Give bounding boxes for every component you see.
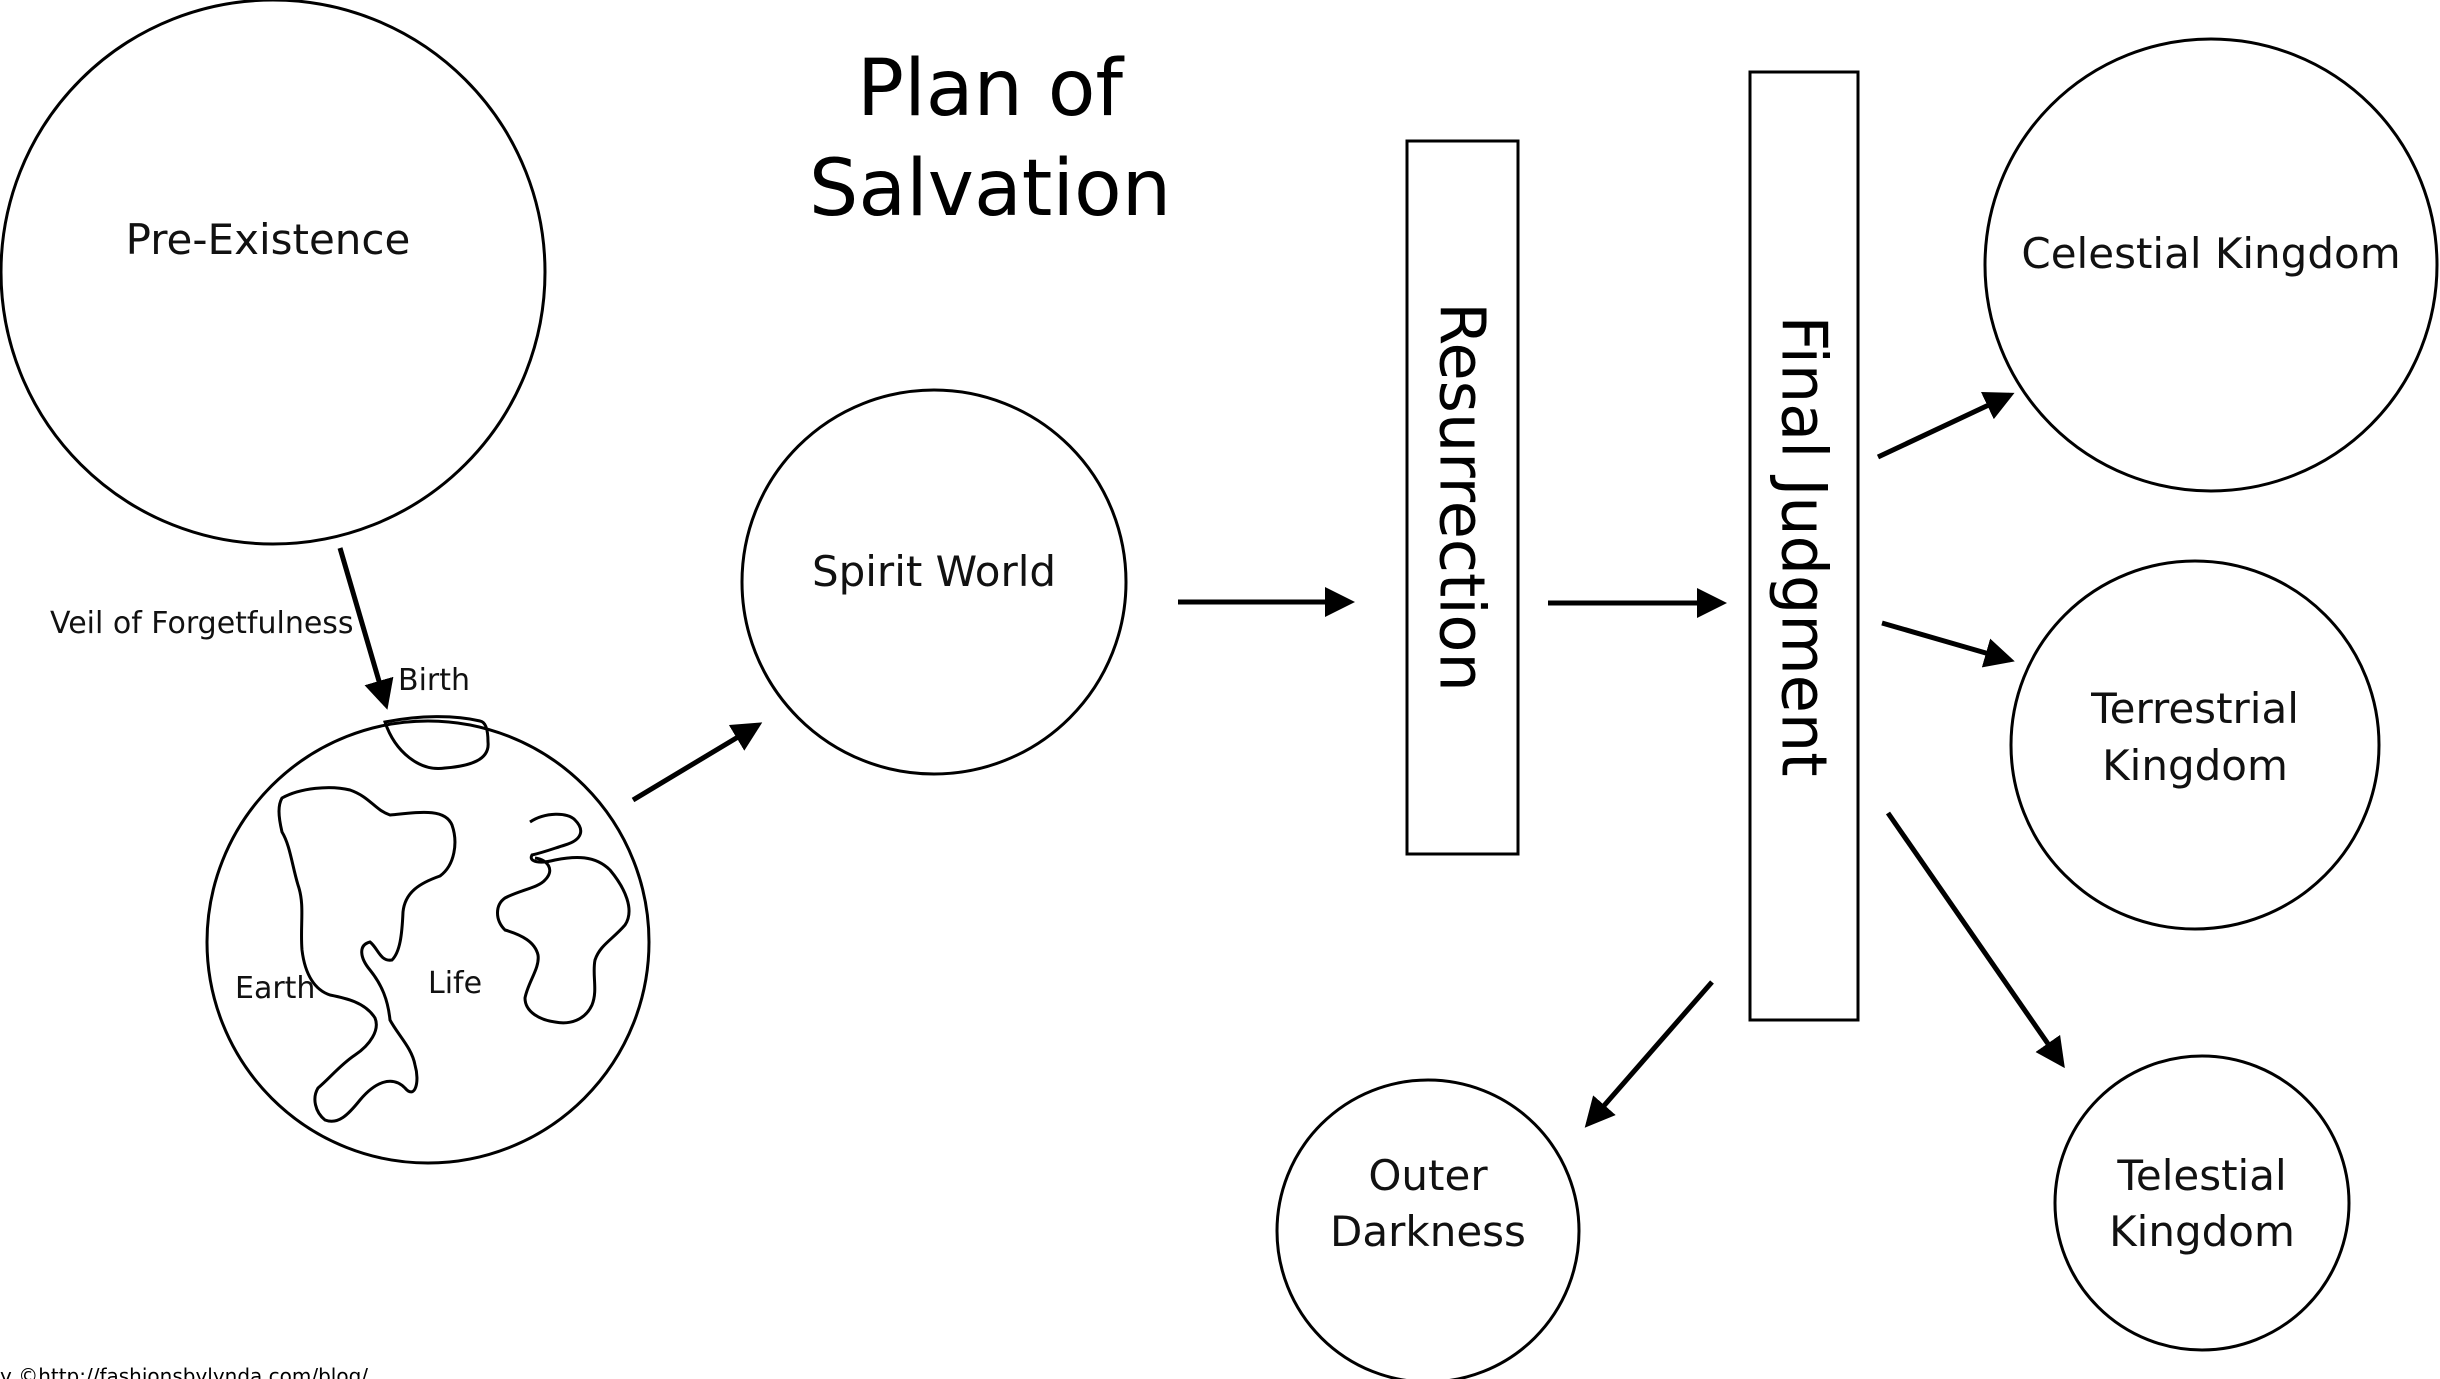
continent-east (496, 812, 631, 1025)
continents-drawing (277, 715, 631, 1123)
telestial-kingdom-circle (2053, 1054, 2351, 1352)
arrow-to-outer-darkness (1584, 980, 1714, 1128)
pre-existence-circle (0, 0, 547, 546)
spirit-world-label: Spirit World (812, 547, 1056, 596)
continent-americas (277, 786, 457, 1123)
telestial-kingdom-label-line-2: Kingdom (2109, 1207, 2295, 1256)
arrow-earth-to-spirit-world (631, 722, 763, 803)
celestial-kingdom-circle (1983, 37, 2439, 493)
spirit-world-node: Spirit World (740, 388, 1128, 776)
celestial-kingdom-node: Celestial Kingdom (1983, 37, 2439, 493)
resurrection-rect (1405, 139, 1520, 856)
image-credit: y ©http://fashionsbylynda.com/blog/ (0, 1364, 368, 1379)
terrestrial-kingdom-label-line-2: Kingdom (2102, 741, 2288, 790)
title-line-2: Salvation (809, 144, 1171, 234)
final-judgment-bar: Final Judgment (1748, 70, 1860, 1022)
telestial-kingdom-label-line-1: Telestial (2116, 1151, 2286, 1200)
final-judgment-label: Final Judgment (1768, 315, 1841, 776)
terrestrial-kingdom-circle (2009, 559, 2381, 931)
title-line-1: Plan of (857, 44, 1124, 134)
earth-node: Earth Life (205, 715, 651, 1165)
pre-existence-label: Pre-Existence (126, 215, 411, 264)
outer-darkness-circle (1275, 1078, 1581, 1379)
life-label: Life (428, 966, 482, 1001)
spirit-world-circle (740, 388, 1128, 776)
outer-darkness-label-line-1: Outer (1368, 1151, 1488, 1200)
arrow-pre-existence-to-earth (337, 547, 394, 710)
outer-darkness-node: Outer Darkness (1275, 1078, 1581, 1379)
arrow-to-terrestrial (1881, 620, 2015, 668)
resurrection-bar: Resurrection (1405, 139, 1520, 856)
terrestrial-kingdom-label-line-1: Terrestrial (2090, 684, 2299, 733)
birth-label: Birth (398, 663, 470, 698)
arrow-to-celestial (1876, 392, 2015, 460)
earth-circle (205, 719, 651, 1165)
celestial-kingdom-label: Celestial Kingdom (2021, 229, 2400, 278)
pre-existence-node: Pre-Existence (0, 0, 547, 546)
veil-of-forgetfulness-label: Veil of Forgetfulness (50, 606, 354, 641)
arrow-to-telestial (1885, 811, 2065, 1069)
terrestrial-kingdom-node: Terrestrial Kingdom (2009, 559, 2381, 931)
resurrection-label: Resurrection (1426, 302, 1499, 692)
continent-north (383, 715, 490, 770)
outer-darkness-label-line-2: Darkness (1330, 1207, 1526, 1256)
final-judgment-rect (1748, 70, 1860, 1022)
telestial-kingdom-node: Telestial Kingdom (2053, 1054, 2351, 1352)
earth-label: Earth (235, 971, 315, 1006)
